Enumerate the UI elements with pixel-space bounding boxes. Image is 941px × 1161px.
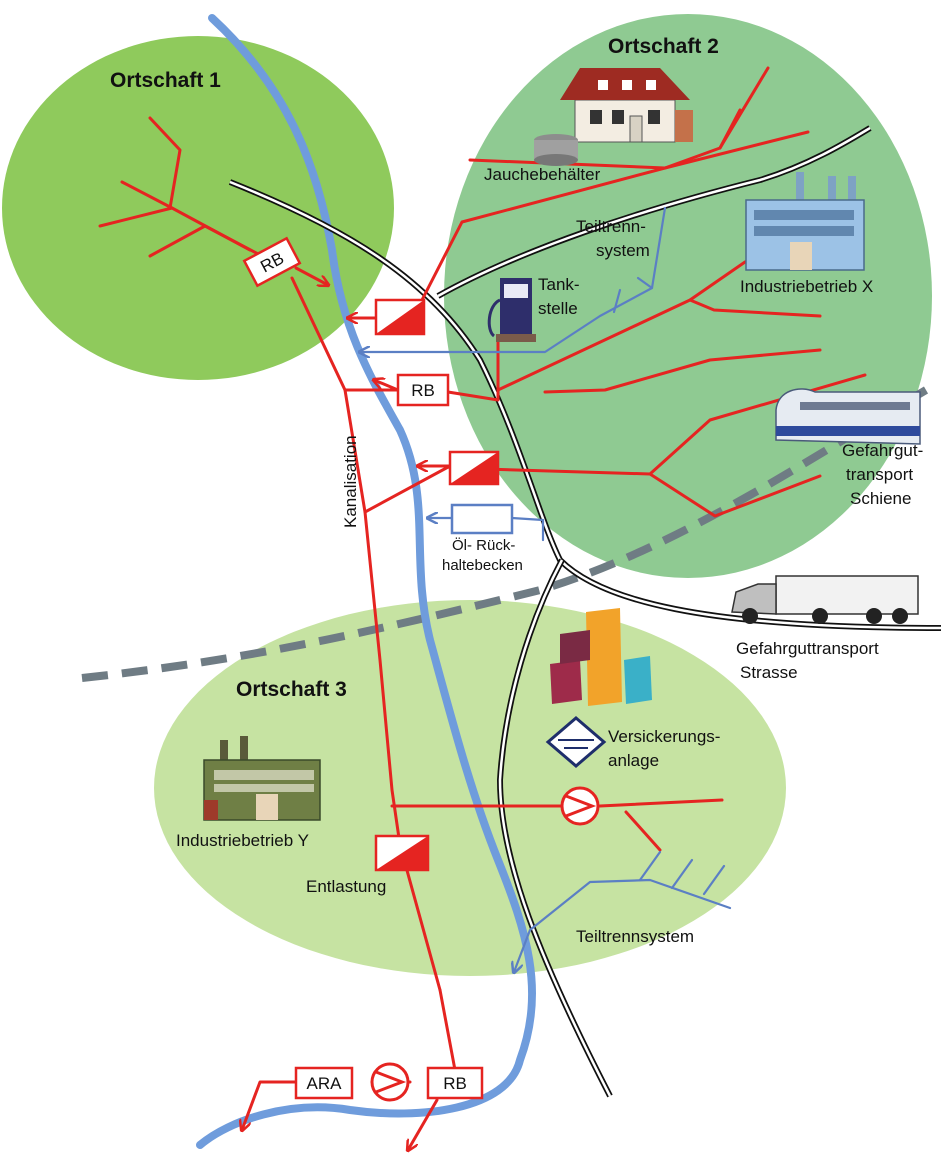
ara-label: ARA <box>307 1074 343 1093</box>
ortschaft-1-title: Ortschaft 1 <box>110 69 221 92</box>
pump-icon <box>560 786 600 826</box>
ortschaft-3-title: Ortschaft 3 <box>236 678 347 701</box>
river <box>196 14 537 1149</box>
gefahrgut-strasse-label-1: Gefahrguttransport <box>736 639 879 658</box>
gefahrgut-schiene-label-1: Gefahrgut- <box>842 441 923 460</box>
oel-rueckhaltebecken-label-2: haltebecken <box>442 557 523 574</box>
rb-label: RB <box>411 381 435 400</box>
truck-icon <box>731 575 919 624</box>
tankstelle-label-2: stelle <box>538 299 578 318</box>
infiltration-symbol-icon <box>545 716 607 768</box>
entlastung-label: Entlastung <box>306 877 386 896</box>
gefahrgut-strasse-label-2: Strasse <box>740 663 798 682</box>
road <box>228 125 941 1098</box>
rb-box-middle: RB <box>396 373 450 407</box>
separate-sewer-network <box>360 206 732 972</box>
teiltrenn-label-2: system <box>596 241 650 260</box>
factory-x-icon <box>745 172 865 271</box>
industriebetrieb-y-label: Industriebetrieb Y <box>176 831 309 850</box>
city-buildings-icon <box>550 608 652 706</box>
factory-y-icon <box>203 736 321 821</box>
tankstelle-label-1: Tank- <box>538 275 580 294</box>
manure-tank-icon <box>534 134 578 166</box>
gefahrgut-schiene-label-2: transport <box>846 465 913 484</box>
bullet-train-icon <box>775 388 921 445</box>
railway-dashed-line <box>81 386 929 682</box>
pump-icon <box>370 1062 410 1102</box>
teiltrennsystem-label: Teiltrennsystem <box>576 927 694 946</box>
kanalisation-label: Kanalisation <box>341 435 360 528</box>
oil-retention-basin <box>450 503 514 535</box>
industriebetrieb-x-label: Industriebetrieb X <box>740 277 873 296</box>
ortschaft-2-title: Ortschaft 2 <box>608 35 719 58</box>
fuel-pump-icon <box>487 278 536 342</box>
versickerungsanlage-label-2: anlage <box>608 751 659 770</box>
rb-box-ortschaft1: RB <box>242 236 302 288</box>
overflow-structure-icon <box>448 450 500 486</box>
gefahrgut-schiene-label-3: Schiene <box>850 489 911 508</box>
teiltrenn-label-1: Teiltrenn- <box>576 217 646 236</box>
overflow-structure-icon <box>374 834 430 872</box>
ara-box: ARA <box>294 1066 354 1100</box>
rb-box-bottom: RB <box>426 1066 484 1100</box>
house-icon <box>560 68 693 143</box>
versickerungsanlage-label-1: Versickerungs- <box>608 727 720 746</box>
overflow-structure-icon <box>374 298 426 336</box>
oel-rueckhaltebecken-label-1: Öl- Rück- <box>452 536 515 554</box>
rb-label: RB <box>443 1074 467 1093</box>
jauchebehaelter-label: Jauchebehälter <box>484 165 601 184</box>
